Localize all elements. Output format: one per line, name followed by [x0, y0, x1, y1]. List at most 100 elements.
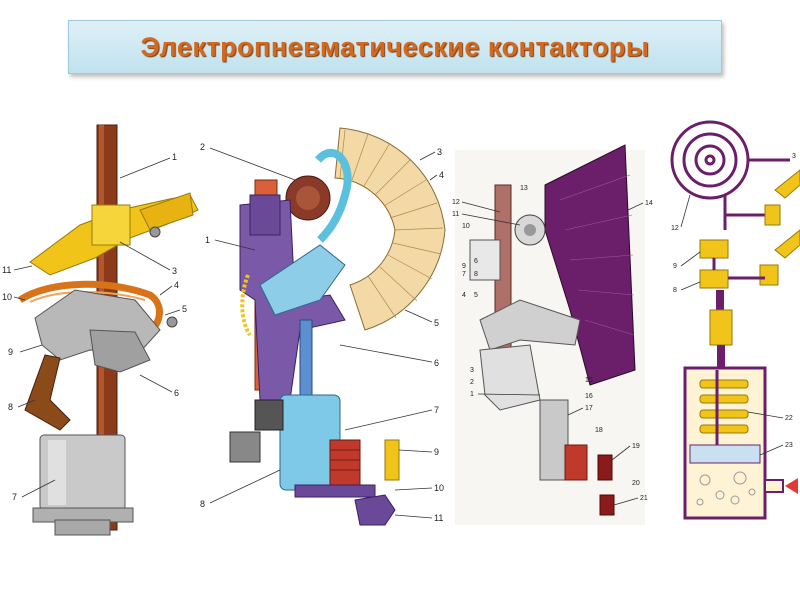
brown-lower-arm — [24, 354, 71, 431]
arc-chute — [334, 127, 446, 331]
label-9: 9 — [434, 447, 439, 457]
label-12: 12 — [671, 225, 679, 232]
label-4: 4 — [439, 170, 444, 180]
label-16: 16 — [585, 393, 593, 400]
label-22: 22 — [785, 415, 793, 422]
figure-3-section: 12 13 11 10 14 9 7 8 4 5 6 3 2 1 15 16 1… — [452, 144, 653, 525]
label-20: 20 — [632, 480, 640, 487]
label-7: 7 — [12, 492, 17, 502]
label-8: 8 — [474, 271, 478, 278]
arc-horn-lower — [774, 229, 800, 259]
arc-chute-detail — [559, 174, 635, 336]
label-10: 10 — [2, 292, 12, 302]
coil-core — [524, 224, 536, 236]
yellow-holder — [91, 204, 131, 246]
connecting-rod — [299, 319, 313, 396]
label-3: 3 — [172, 266, 177, 276]
label-6: 6 — [434, 358, 439, 368]
label-5: 5 — [474, 292, 478, 299]
air-inlet — [764, 479, 784, 493]
label-5: 5 — [182, 304, 187, 314]
purple-plate — [249, 194, 281, 236]
coil-core — [296, 186, 320, 210]
electromagnet-coil — [564, 444, 588, 481]
contact-lever — [259, 244, 346, 316]
label-7: 7 — [434, 405, 439, 415]
pneumatic-cylinder — [539, 399, 569, 481]
pneumatic-cylinder — [683, 366, 767, 520]
mount-bracket — [229, 431, 261, 463]
label-2: 2 — [200, 142, 205, 152]
moving-contact-lower — [699, 269, 729, 289]
label-5: 5 — [434, 318, 439, 328]
label-1: 1 — [470, 391, 474, 398]
spring — [240, 274, 252, 337]
label-3: 3 — [470, 367, 474, 374]
label-6: 6 — [474, 258, 478, 265]
figure-4-schematic: 12 3 9 8 22 23 — [670, 120, 800, 520]
title-banner: Электропневматические контакторы — [68, 20, 722, 74]
label-1: 1 — [205, 235, 210, 245]
arc-horn-upper — [774, 169, 800, 199]
lever-base — [354, 494, 396, 526]
label-18: 18 — [595, 427, 603, 434]
return-spring — [699, 379, 749, 434]
flexible-shunt — [18, 280, 163, 334]
piston — [689, 444, 761, 464]
interlock-contact — [599, 494, 615, 516]
label-8: 8 — [673, 287, 677, 294]
label-9: 9 — [673, 263, 677, 270]
label-11: 11 — [452, 211, 459, 218]
label-14: 14 — [645, 200, 653, 207]
arc-horn — [314, 149, 352, 243]
label-3: 3 — [437, 147, 442, 157]
bolt — [149, 226, 161, 238]
label-7: 7 — [462, 271, 466, 278]
label-8: 8 — [8, 402, 13, 412]
label-9: 9 — [8, 347, 13, 357]
label-4: 4 — [174, 280, 179, 290]
cylinder-valve — [54, 519, 111, 536]
label-13: 13 — [520, 185, 528, 192]
label-10: 10 — [462, 223, 470, 230]
label-8: 8 — [200, 499, 205, 509]
cylinder-highlight — [48, 440, 66, 505]
label-19: 19 — [632, 443, 640, 450]
air-chamber — [696, 471, 756, 506]
yellow-arm-tip — [139, 192, 194, 231]
interlock-contact — [384, 439, 400, 481]
fixed-contact — [764, 204, 781, 226]
lever-housing — [479, 344, 541, 411]
insulator — [709, 309, 733, 346]
grey-bracket — [89, 329, 151, 373]
label-11: 11 — [434, 513, 443, 523]
label-17: 17 — [585, 405, 593, 412]
label-4: 4 — [462, 292, 466, 299]
label-21: 21 — [640, 495, 648, 502]
label-12: 12 — [452, 199, 460, 206]
base-bar — [294, 484, 376, 498]
label-9: 9 — [462, 263, 466, 270]
electromagnet-coil — [329, 439, 361, 486]
label-11: 11 — [2, 265, 11, 275]
moving-contact — [699, 239, 729, 259]
label-3: 3 — [792, 153, 796, 160]
page-title: Электропневматические контакторы — [140, 31, 650, 62]
arc-horn-holder — [469, 239, 501, 281]
insulating-rod — [716, 290, 724, 310]
valve-block — [254, 399, 284, 431]
piston-rod — [717, 345, 725, 370]
label-1: 1 — [172, 152, 177, 162]
fixed-contact-lower — [759, 264, 779, 286]
air-flow-arrow — [785, 478, 798, 494]
label-6: 6 — [174, 388, 179, 398]
label-23: 23 — [785, 442, 793, 449]
figure-1-contactor: 1 3 4 5 6 7 8 9 10 11 — [2, 124, 199, 536]
spiral-coil — [670, 120, 750, 200]
figure-2-contactor: 2 1 3 4 5 6 7 8 9 10 11 — [200, 127, 446, 526]
bolt — [166, 316, 178, 328]
label-2: 2 — [470, 379, 474, 386]
coil-windings — [330, 449, 360, 471]
label-10: 10 — [434, 483, 444, 493]
